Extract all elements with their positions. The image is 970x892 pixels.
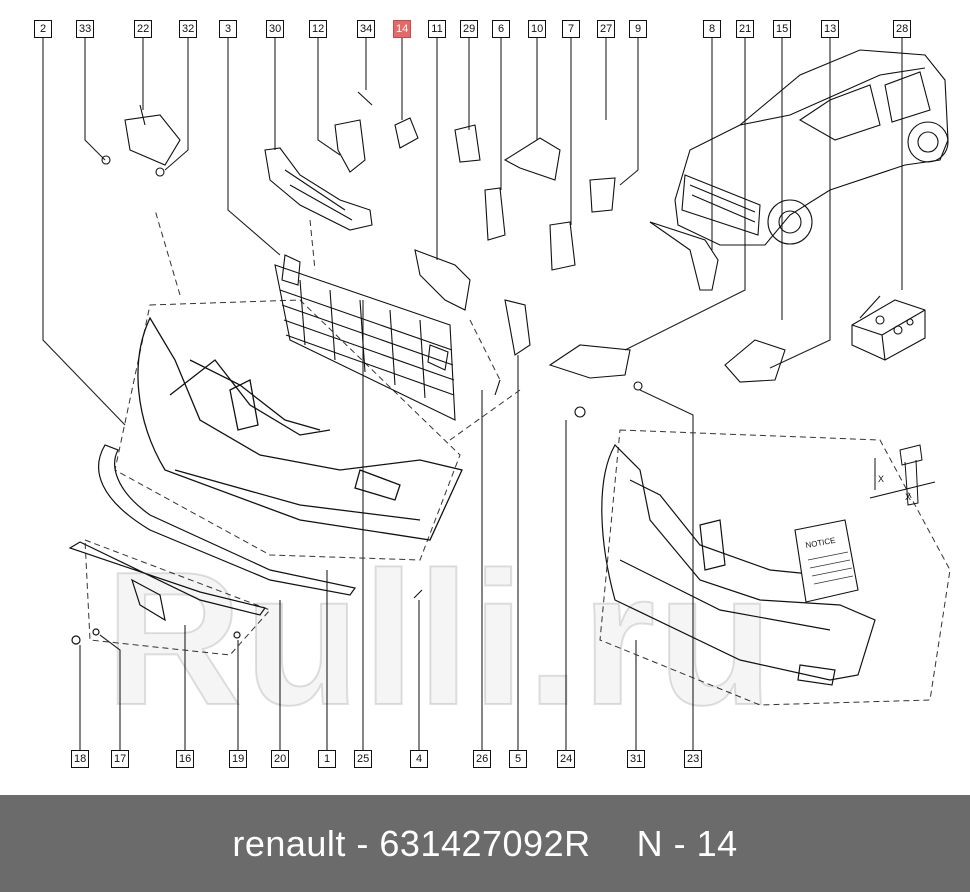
callout-15[interactable]: 15 <box>773 20 792 38</box>
grille-leader <box>469 319 501 381</box>
callout-8[interactable]: 8 <box>703 20 721 38</box>
grille <box>274 264 456 421</box>
callout-7[interactable]: 7 <box>562 20 580 38</box>
cover-13 <box>724 339 786 383</box>
watermark: Rulli.ru <box>104 532 776 746</box>
clip-19 <box>233 631 241 639</box>
callout-16[interactable]: 16 <box>176 750 195 768</box>
callout-30[interactable]: 30 <box>266 20 285 38</box>
callout-24[interactable]: 24 <box>557 750 576 768</box>
callout-25[interactable]: 25 <box>354 750 373 768</box>
bumper-assembly-outline <box>114 299 461 561</box>
absorber-leader <box>309 219 316 271</box>
callout-10[interactable]: 10 <box>528 20 547 38</box>
bracket-leader <box>154 209 181 296</box>
callout-4[interactable]: 4 <box>410 750 428 768</box>
bracket-5 <box>504 299 531 356</box>
fog-lamp-opening <box>354 469 401 501</box>
position-label: N - 14 <box>636 822 738 864</box>
callout-1[interactable]: 1 <box>318 750 336 768</box>
clip-14 <box>394 117 419 149</box>
clip-leader <box>449 389 521 441</box>
footer-bar: renault - 631427092R N - 14 <box>0 795 970 892</box>
bracket-10 <box>503 137 561 181</box>
callout-33[interactable]: 33 <box>76 20 95 38</box>
trim-bracket <box>130 578 166 622</box>
callout-32[interactable]: 32 <box>179 20 198 38</box>
lower-spoiler <box>98 444 357 596</box>
hardware-kit-box <box>851 295 926 361</box>
dimension-x-label: X <box>878 474 884 484</box>
callout-28[interactable]: 28 <box>893 20 912 38</box>
callout-13[interactable]: 13 <box>821 20 840 38</box>
leader-32 <box>164 36 189 171</box>
leader-23 <box>639 389 694 750</box>
callout-34[interactable]: 34 <box>357 20 376 38</box>
bumper-upper-crease <box>169 359 331 436</box>
bumper-center-mount <box>229 379 259 431</box>
bracket-22 <box>124 114 181 166</box>
dimension-x-label-2: X <box>905 492 911 502</box>
deflector-12 <box>334 119 366 173</box>
leader-2 <box>42 36 126 426</box>
callout-26[interactable]: 26 <box>473 750 492 768</box>
support-8 <box>649 221 719 291</box>
front-bumper-cover <box>137 316 463 541</box>
grille-tab-left <box>281 254 301 286</box>
callout-18[interactable]: 18 <box>71 750 90 768</box>
callout-5[interactable]: 5 <box>509 750 527 768</box>
vehicle-silhouette <box>674 49 949 246</box>
grille-tab-right <box>427 344 449 371</box>
clip-17 <box>92 628 100 636</box>
screw-23 <box>633 381 643 391</box>
callout-31[interactable]: 31 <box>627 750 646 768</box>
leader-17 <box>99 634 121 750</box>
callout-12[interactable]: 12 <box>309 20 328 38</box>
bracket-6 <box>484 187 506 241</box>
leader-21 <box>624 36 746 351</box>
bumper-alternate <box>601 444 876 686</box>
screw-33 <box>101 155 111 165</box>
callout-9[interactable]: 9 <box>629 20 647 38</box>
guide-11 <box>414 249 471 311</box>
part-number-label: renault - 631427092R <box>232 822 591 864</box>
callout-14[interactable]: 14 <box>393 20 412 38</box>
nut-24 <box>574 406 586 418</box>
callout-3[interactable]: 3 <box>219 20 237 38</box>
callout-6[interactable]: 6 <box>492 20 510 38</box>
callout-21[interactable]: 21 <box>736 20 755 38</box>
callout-29[interactable]: 29 <box>460 20 479 38</box>
clip-18 <box>71 635 81 645</box>
leader-12 <box>317 36 341 156</box>
callout-23[interactable]: 23 <box>684 750 703 768</box>
leader-33 <box>84 36 106 161</box>
lower-trim-strip <box>68 541 267 616</box>
diagram-drawing: NOTICE X X <box>42 36 951 750</box>
cover-21 <box>548 344 631 379</box>
bracket-7 <box>549 221 576 271</box>
lower-trim-outline <box>84 539 271 656</box>
notice-leaflet: NOTICE <box>794 519 859 603</box>
callout-17[interactable]: 17 <box>111 750 130 768</box>
bumper-assembly-outline-alt <box>599 429 951 706</box>
energy-absorber <box>264 147 373 231</box>
bracket-29 <box>454 124 481 163</box>
bumper-lower-crease <box>174 469 421 521</box>
callout-19[interactable]: 19 <box>229 750 248 768</box>
callout-27[interactable]: 27 <box>597 20 616 38</box>
bracket-9 <box>589 177 616 213</box>
leader-3 <box>227 36 281 256</box>
callout-2[interactable]: 2 <box>34 20 52 38</box>
callout-11[interactable]: 11 <box>428 20 446 38</box>
bolt-dimension-symbol: X X <box>869 444 936 506</box>
bumper-inner-crease <box>189 359 321 431</box>
callout-20[interactable]: 20 <box>271 750 290 768</box>
callout-22[interactable]: 22 <box>134 20 153 38</box>
leader-9 <box>619 36 639 186</box>
nut-32 <box>155 167 165 177</box>
